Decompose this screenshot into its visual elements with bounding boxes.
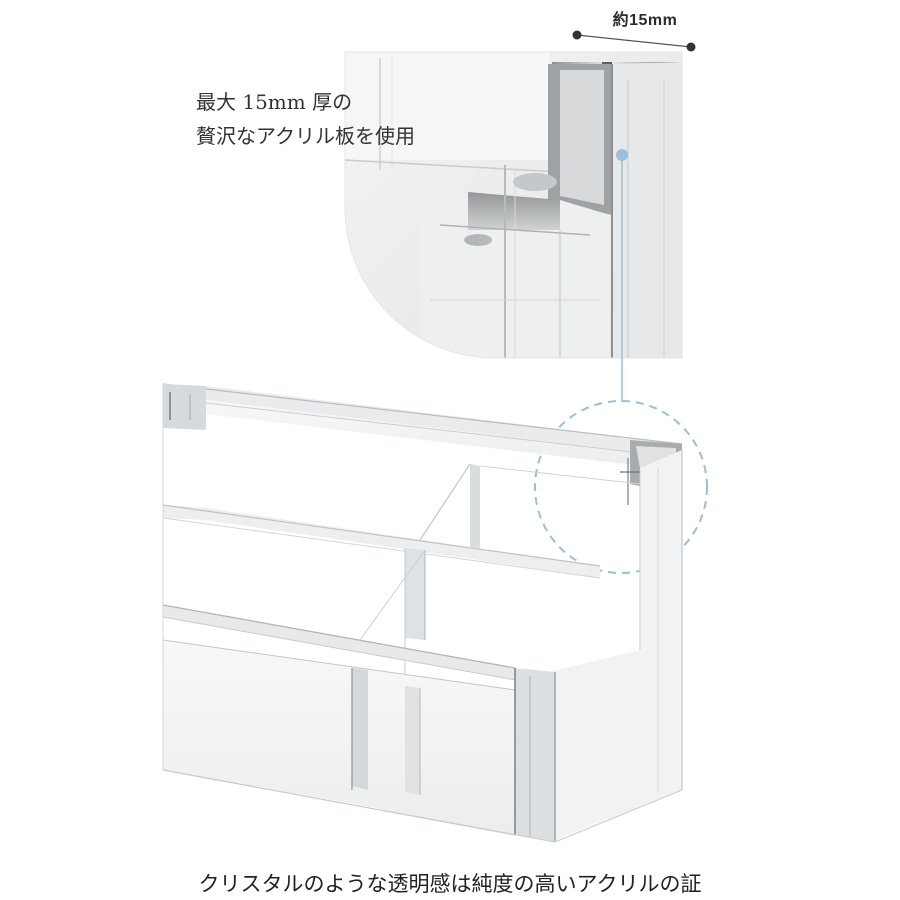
- dimension-marker: [572, 30, 696, 52]
- dimension-label: 約15mm: [612, 12, 678, 29]
- callout-leader: [534, 149, 708, 574]
- feature-text-line-2: 贅沢なアクリル板を使用: [196, 124, 415, 148]
- zoom-detail-view: [345, 52, 682, 358]
- feature-text-line-1: 最大 15mm 厚の: [196, 90, 353, 114]
- acrylic-tray: [162, 383, 683, 843]
- product-caption: クリスタルのような透明感は純度の高いアクリルの証: [198, 872, 702, 896]
